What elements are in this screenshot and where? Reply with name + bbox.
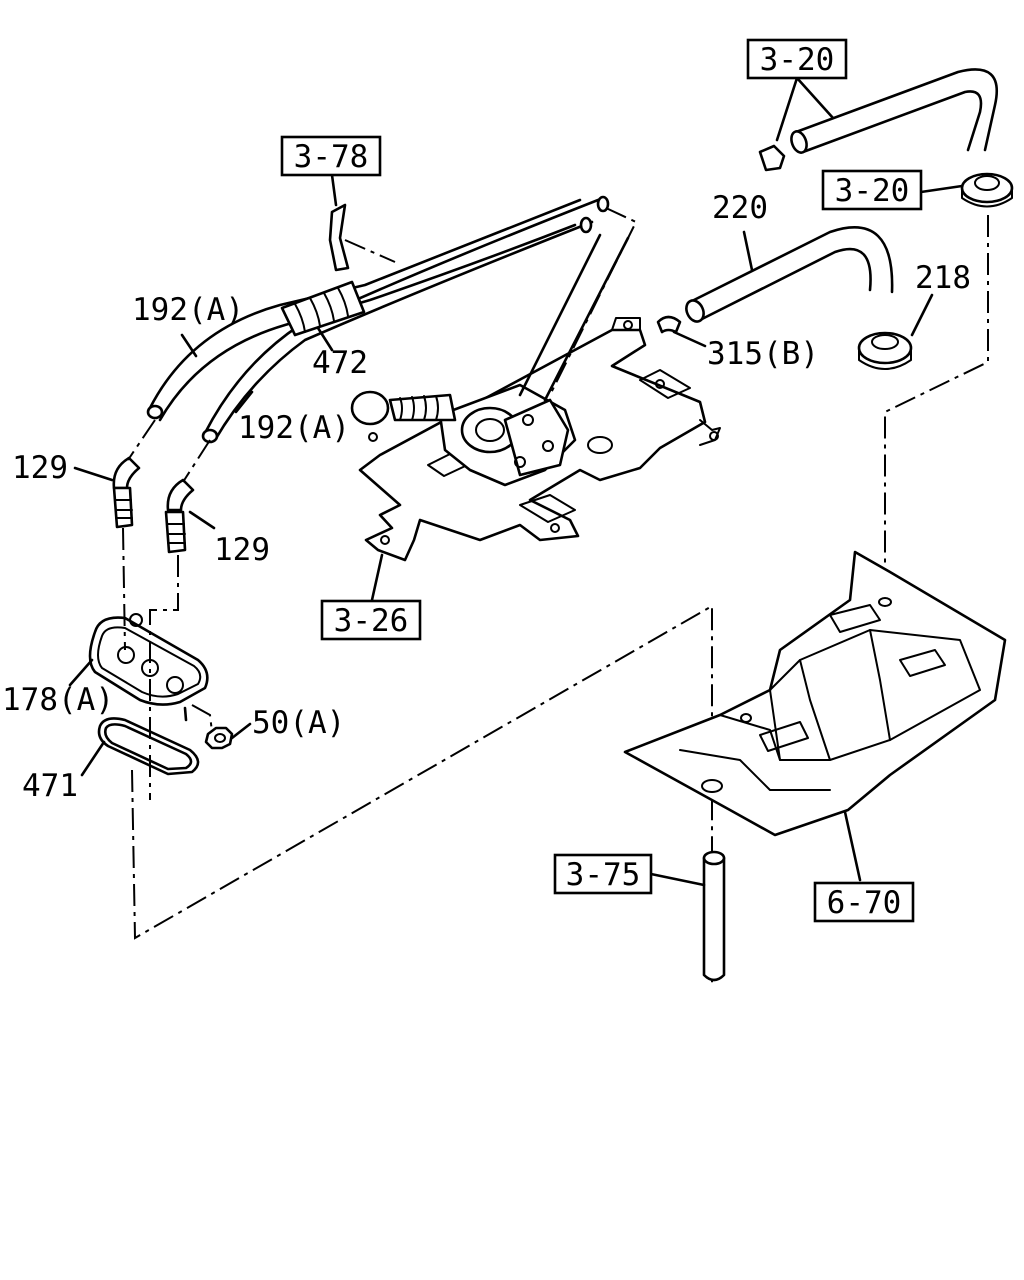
routing-line-hose-end bbox=[549, 207, 638, 396]
gasket-471 bbox=[80, 717, 200, 777]
grommet-3-20 bbox=[919, 172, 1014, 208]
ref-label-3-20-top: 3-20 bbox=[760, 42, 835, 78]
routing-line-nut bbox=[191, 704, 213, 733]
plate-178a bbox=[68, 613, 209, 722]
ref-box-3-20-top: 3-20 bbox=[746, 38, 848, 80]
hose-220 bbox=[685, 226, 894, 323]
ref-box-3-26: 3-26 bbox=[320, 599, 422, 641]
part-label-315b: 315(B) bbox=[707, 336, 819, 372]
floor-panel-6-70 bbox=[623, 550, 1007, 882]
part-label-192a-lower: 192(A) bbox=[238, 410, 350, 446]
ref-label-6-70: 6-70 bbox=[827, 885, 902, 921]
part-label-129-right: 129 bbox=[214, 532, 270, 568]
nut-50a bbox=[204, 722, 252, 750]
routing-line-plate-left bbox=[122, 527, 126, 651]
part-label-220: 220 bbox=[712, 190, 768, 226]
leader-3-26 bbox=[370, 553, 384, 602]
routing-line-elbow-right bbox=[182, 439, 211, 483]
valve-assembly bbox=[350, 233, 630, 487]
ref-box-6-70: 6-70 bbox=[813, 881, 915, 923]
ref-label-3-75: 3-75 bbox=[566, 857, 641, 893]
leader-192a-upper bbox=[180, 333, 198, 358]
routing-line-plate-right bbox=[149, 555, 179, 800]
part-label-50a: 50(A) bbox=[252, 705, 345, 741]
part-label-471: 471 bbox=[22, 768, 78, 804]
leader-192a-lower bbox=[234, 390, 254, 414]
part-label-472: 472 bbox=[312, 345, 368, 381]
ref-box-3-75: 3-75 bbox=[553, 853, 653, 895]
clamp-315b bbox=[656, 315, 707, 348]
sleeve-472 bbox=[280, 280, 366, 352]
grommet-218 bbox=[857, 293, 934, 370]
hose-3-20-assembly bbox=[758, 68, 998, 172]
ref-box-3-20-mid: 3-20 bbox=[821, 169, 923, 211]
elbow-129-left bbox=[73, 456, 141, 529]
ref-label-3-20-mid: 3-20 bbox=[835, 173, 910, 209]
routing-line-3-78 bbox=[344, 239, 396, 263]
routing-line-right bbox=[884, 215, 989, 600]
leader-3-78 bbox=[330, 173, 338, 207]
ref-label-3-26: 3-26 bbox=[334, 603, 409, 639]
part-label-192a-upper: 192(A) bbox=[132, 292, 244, 328]
ref-box-3-78: 3-78 bbox=[280, 135, 382, 177]
part-label-178a: 178(A) bbox=[2, 682, 114, 718]
routing-line-elbow-left bbox=[127, 419, 156, 461]
ref-label-3-78: 3-78 bbox=[294, 139, 369, 175]
pipe-3-75 bbox=[649, 850, 726, 982]
cut-marker-3-78 bbox=[328, 203, 350, 272]
elbow-129-right bbox=[164, 478, 216, 554]
part-label-218: 218 bbox=[915, 260, 971, 296]
part-label-129-left: 129 bbox=[12, 450, 68, 486]
routing-line-main-loop bbox=[131, 604, 713, 985]
